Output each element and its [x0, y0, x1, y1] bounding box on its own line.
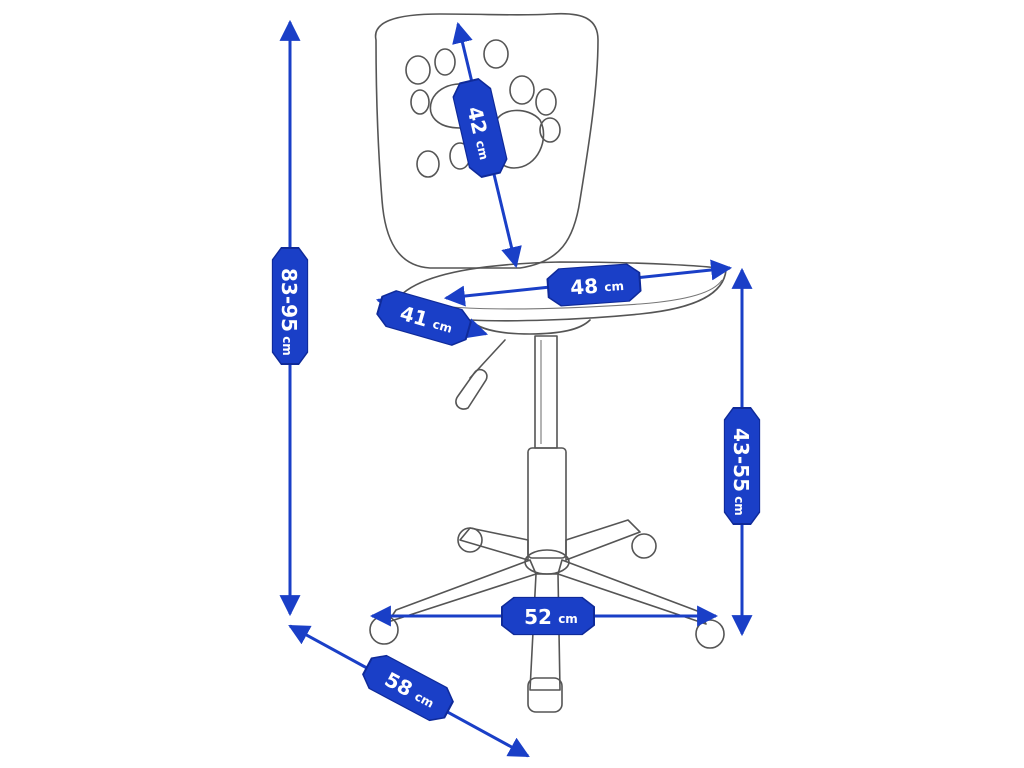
- seat-height-unit: cm: [732, 496, 746, 516]
- base-width-label: 52 cm: [501, 596, 595, 636]
- overall-height-unit: cm: [280, 336, 294, 356]
- seat-depth-unit: cm: [431, 317, 454, 336]
- base-width-value: 52: [524, 605, 552, 629]
- chair-backrest: [374, 12, 599, 269]
- backrest-height-label: 42 cm: [452, 78, 508, 178]
- base-depth-label: 58 cm: [362, 654, 454, 722]
- backrest-height-unit: cm: [473, 139, 491, 161]
- seat-width-unit: cm: [604, 279, 625, 294]
- seat-height-label: 43-55 cm: [723, 407, 761, 525]
- dimension-lines: [279, 19, 753, 758]
- seat-depth-label: 41 cm: [376, 290, 472, 346]
- base-width-unit: cm: [558, 612, 578, 626]
- overall-height-value: 83-95: [277, 268, 301, 332]
- seat-height-value: 43-55: [729, 428, 753, 492]
- overall-height-label: 83-95 cm: [271, 247, 309, 365]
- seat-width-value: 48: [569, 274, 598, 300]
- seat-width-label: 48 cm: [546, 263, 642, 307]
